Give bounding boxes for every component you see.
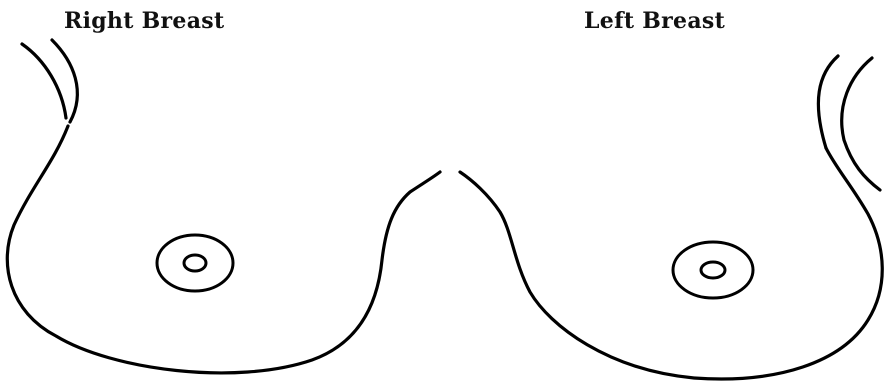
right-nipple-center — [184, 255, 206, 271]
left-axilla-fold-outer — [842, 58, 880, 190]
right-breast-contour — [7, 126, 440, 373]
right-areola — [157, 235, 233, 291]
left-breast-contour — [460, 148, 882, 379]
left-nipple-center — [701, 262, 725, 278]
left-nipple — [673, 242, 753, 298]
right-breast-outline — [7, 40, 440, 373]
right-axilla-fold-outer — [22, 44, 66, 118]
right-nipple — [157, 235, 233, 291]
left-breast-outline — [460, 56, 882, 379]
left-axilla-fold-inner — [818, 56, 838, 148]
left-areola — [673, 242, 753, 298]
